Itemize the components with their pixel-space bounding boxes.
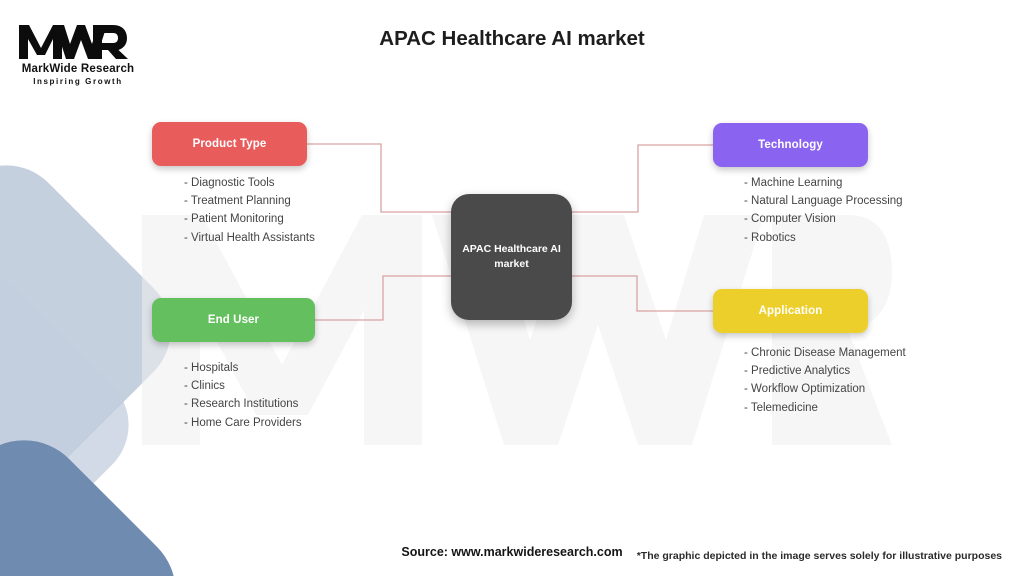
branch-node-product-type[interactable]: Product Type (152, 122, 307, 166)
center-node-label: APAC Healthcare AI market (462, 242, 561, 270)
branch-label-application: Application (758, 305, 823, 317)
item-list-product-type: - Diagnostic Tools - Treatment Planning … (184, 174, 315, 247)
item-list-end-user: - Hospitals - Clinics - Research Institu… (184, 359, 302, 432)
brand-name: MarkWide Research (21, 63, 135, 75)
list-item: - Robotics (744, 231, 796, 244)
list-item: - Telemedicine (744, 401, 818, 414)
list-item: - Chronic Disease Management (744, 347, 906, 359)
branch-node-end-user[interactable]: End User (152, 298, 315, 342)
brand-logo: MarkWide Research Inspiring Growth (18, 22, 138, 86)
mwr-logo-icon (19, 25, 128, 59)
branch-node-application[interactable]: Application (713, 289, 868, 333)
list-item: - Home Care Providers (184, 416, 302, 429)
source-label: Source: www.markwideresearch.com (401, 545, 623, 559)
list-item: - Predictive Analytics (744, 365, 851, 378)
list-item: - Diagnostic Tools (184, 177, 275, 189)
connector-end-user (315, 275, 451, 321)
connector-technology (572, 144, 713, 213)
list-item: - Patient Monitoring (184, 213, 284, 226)
list-item: - Workflow Optimization (744, 383, 866, 396)
list-item: - Hospitals (184, 362, 239, 374)
list-item: - Virtual Health Assistants (184, 231, 315, 244)
branch-label-product-type: Product Type (192, 138, 267, 150)
brand-tagline: Inspiring Growth (33, 77, 123, 86)
page-title: APAC Healthcare AI market (379, 27, 645, 50)
list-item: - Natural Language Processing (744, 195, 903, 208)
center-node[interactable]: APAC Healthcare AI market (451, 194, 572, 320)
list-item: - Clinics (184, 380, 225, 393)
list-item: - Research Institutions (184, 398, 299, 411)
connector-application (572, 275, 713, 312)
disclaimer-label: *The graphic depicted in the image serve… (636, 550, 1002, 562)
list-item: - Computer Vision (744, 213, 836, 226)
list-item: - Machine Learning (744, 177, 843, 189)
item-list-technology: - Machine Learning - Natural Language Pr… (744, 174, 903, 247)
branch-label-end-user: End User (207, 314, 260, 326)
item-list-application: - Chronic Disease Management - Predictiv… (744, 344, 906, 417)
branch-label-technology: Technology (758, 139, 823, 151)
branch-node-technology[interactable]: Technology (713, 123, 868, 167)
connector-product-type (307, 143, 451, 213)
list-item: - Treatment Planning (184, 195, 291, 208)
